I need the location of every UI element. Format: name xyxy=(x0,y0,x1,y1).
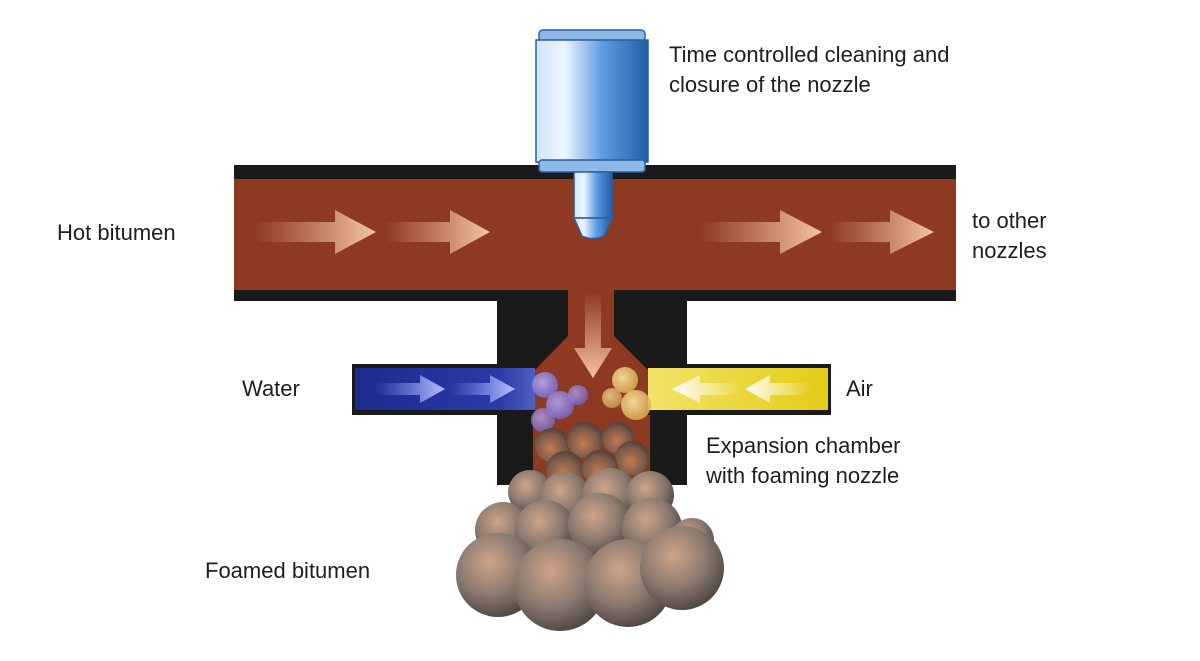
water-flow-arrows xyxy=(375,375,515,403)
arrow-right-icon xyxy=(830,210,934,254)
arrow-right-icon xyxy=(700,210,822,254)
hot-bitumen-label: Hot bitumen xyxy=(57,220,176,245)
other-nozzles-label: to other nozzles xyxy=(972,206,1047,266)
arrow-right-icon xyxy=(255,210,376,254)
water-label: Water xyxy=(242,376,300,401)
cylinder-valve-icon xyxy=(535,29,649,240)
valve-label-line-2: closure of the nozzle xyxy=(669,72,871,97)
chamber-label-line-1: Expansion chamber xyxy=(706,433,901,458)
air-flow-arrows xyxy=(672,375,810,403)
arrow-left-icon xyxy=(672,375,740,403)
arrow-down-icon xyxy=(574,292,612,378)
chamber-label-line-2: with foaming nozzle xyxy=(706,463,900,488)
arrow-right-icon xyxy=(385,210,490,254)
other-nozzles-line-1: to other xyxy=(972,208,1047,233)
valve-label: Time controlled cleaning and closure of … xyxy=(669,40,949,100)
foamed-bitumen-label: Foamed bitumen xyxy=(205,558,371,583)
other-nozzles-line-2: nozzles xyxy=(972,238,1047,263)
expansion-chamber-label: Expansion chamber with foaming nozzle xyxy=(706,431,900,491)
valve-label-line-1: Time controlled cleaning and xyxy=(669,42,950,67)
bitumen-flow-arrows xyxy=(255,210,934,254)
arrow-right-icon xyxy=(450,375,515,403)
arrow-left-icon xyxy=(745,375,810,403)
air-label: Air xyxy=(846,376,873,401)
foamed-bitumen-cloud xyxy=(456,468,724,631)
arrow-right-icon xyxy=(375,375,445,403)
